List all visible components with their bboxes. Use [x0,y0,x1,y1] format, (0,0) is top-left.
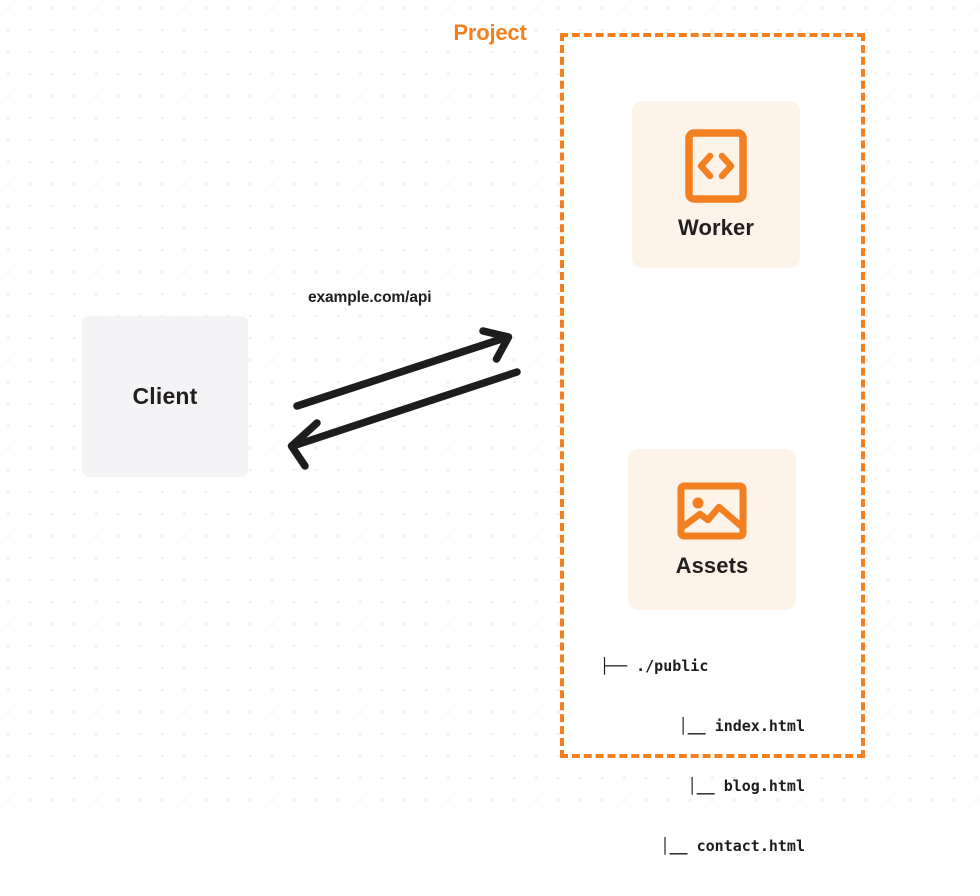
tree-glyph: │__ [678,717,715,735]
assets-card[interactable]: Assets [628,449,796,610]
tree-glyph: ├── [600,657,637,675]
file-tree-row: ├── ./public [600,656,805,676]
worker-card[interactable]: Worker [632,101,800,268]
project-title: Project [446,20,534,46]
tree-entry-name: contact.html [696,837,805,855]
code-brackets-icon [685,128,747,203]
file-tree-row: │__ contact.html [600,836,806,856]
response-arrow [287,368,521,470]
image-icon [677,481,747,541]
tree-entry-name: ./public [636,657,709,675]
tree-entry-name: blog.html [723,777,805,795]
request-arrow [293,327,513,410]
assets-file-tree: ├── ./public │__ index.html │__ blog.htm… [600,616,805,896]
diagram-canvas: Client example.com/api Project Worker [0,0,980,855]
client-node[interactable]: Client [82,316,248,477]
tree-entry-name: index.html [714,717,805,735]
tree-glyph: │__ [660,837,697,855]
file-tree-row: │__ index.html [600,716,805,736]
worker-card-label: Worker [678,214,754,240]
client-node-label: Client [132,383,198,409]
connection-label: example.com/api [308,289,432,306]
assets-card-label: Assets [675,552,749,578]
file-tree-row: │__ blog.html [600,776,805,796]
tree-glyph: │__ [687,777,724,795]
